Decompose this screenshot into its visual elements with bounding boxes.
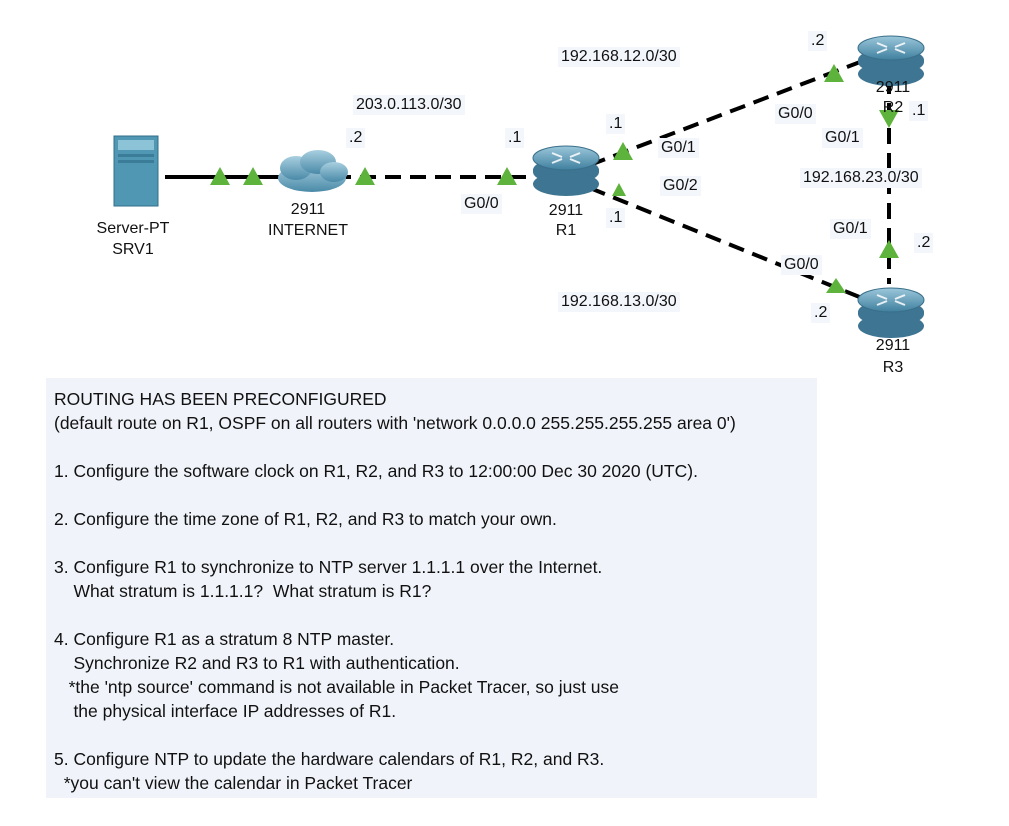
triangle-up-icon	[824, 64, 844, 82]
cloud-icon[interactable]	[278, 150, 348, 192]
note-line: What stratum is 1.1.1.1? What stratum is…	[54, 581, 432, 601]
note-line: ROUTING HAS BEEN PRECONFIGURED	[54, 389, 387, 409]
intf-r2-g01: G0/1	[822, 128, 863, 148]
note-line: *the 'ntp source' command is not availab…	[54, 677, 620, 697]
network-label-r1-r3: 192.168.13.0/30	[558, 292, 680, 312]
intf-r3-g01: G0/1	[830, 219, 871, 239]
triangle-up-icon	[210, 167, 230, 185]
r3-model: 2911	[875, 337, 911, 354]
triangle-up-icon	[612, 183, 626, 196]
topology-canvas	[113, 35, 925, 339]
internet-hostname: INTERNET	[268, 222, 348, 239]
note-line: 4. Configure R1 as a stratum 8 NTP maste…	[54, 629, 395, 649]
router-icon-r1[interactable]	[532, 145, 600, 197]
instructions-note: ROUTING HAS BEEN PRECONFIGURED (default …	[46, 378, 817, 798]
r2-model: 2911	[875, 79, 911, 96]
ip-r3-g01: .2	[914, 233, 934, 253]
network-label-r2-r3: 192.168.23.0/30	[800, 168, 922, 188]
internet-model: 2911	[290, 201, 326, 218]
note-line: Synchronize R2 and R3 to R1 with authent…	[54, 653, 460, 673]
r1-model: 2911	[548, 202, 584, 219]
ip-r1-g02: .1	[606, 208, 626, 228]
triangle-up-icon	[497, 167, 517, 185]
triangle-up-icon	[613, 142, 633, 160]
server-label: Server-PT SRV1	[97, 218, 170, 260]
link-r1-r2	[589, 60, 861, 167]
r3-label: 2911 R3	[876, 335, 910, 379]
link-r1-r3	[589, 186, 863, 300]
server-model: Server-PT	[96, 220, 170, 237]
note-line: 5. Configure NTP to update the hardware …	[54, 749, 605, 769]
internet-label: 2911 INTERNET	[268, 199, 348, 241]
triangle-up-icon	[355, 167, 375, 185]
network-label-r1-r2: 192.168.12.0/30	[558, 47, 680, 67]
note-line: 2. Configure the time zone of R1, R2, an…	[54, 509, 557, 529]
network-label-internet: 203.0.113.0/30	[353, 95, 465, 115]
note-line: the physical interface IP addresses of R…	[54, 701, 397, 721]
ip-r1-g00: .1	[505, 128, 525, 148]
r1-hostname: R1	[555, 222, 577, 239]
intf-r3-g00: G0/0	[781, 255, 822, 275]
r2-hostname: R2	[882, 99, 904, 116]
ip-internet: .2	[346, 128, 366, 148]
note-line: 1. Configure the software clock on R1, R…	[54, 461, 698, 481]
ip-r2-g01: .1	[909, 101, 929, 121]
r1-label: 2911 R1	[549, 201, 583, 241]
triangle-up-icon	[879, 110, 899, 128]
note-line: *you can't view the calendar in Packet T…	[54, 773, 413, 793]
note-line: (default route on R1, OSPF on all router…	[54, 413, 736, 433]
intf-r1-g00: G0/0	[461, 194, 502, 214]
server-icon[interactable]	[113, 135, 159, 207]
triangle-up-icon	[826, 278, 846, 293]
ip-r2-g00: .2	[808, 31, 828, 51]
triangle-up-icon	[243, 167, 263, 185]
ip-r3-g00: .2	[811, 303, 831, 323]
server-hostname: SRV1	[112, 241, 154, 258]
intf-r2-g00: G0/0	[775, 104, 816, 124]
intf-r1-g01: G0/1	[658, 138, 699, 158]
triangle-up-icon	[879, 240, 899, 258]
router-icon-r3[interactable]	[857, 287, 925, 339]
r3-hostname: R3	[882, 359, 904, 376]
intf-r1-g02: G0/2	[660, 176, 701, 196]
port-status-indicators	[210, 64, 899, 293]
note-line: 3. Configure R1 to synchronize to NTP se…	[54, 557, 603, 577]
r2-label: 2911 R2	[876, 78, 910, 118]
ip-r1-g01: .1	[606, 114, 626, 134]
